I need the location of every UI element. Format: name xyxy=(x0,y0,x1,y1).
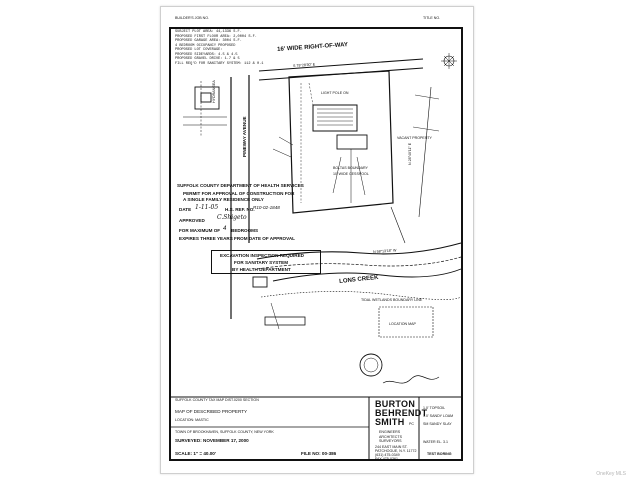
location-map-label: LOCATION MAP xyxy=(389,322,416,326)
note-line: PROPOSED FIRST FLOOR AREA: 2,0004 S.F. xyxy=(175,34,257,39)
max-value: 4 xyxy=(223,226,227,232)
property-boundary xyxy=(288,70,394,214)
scale-label: SCALE: 1" = 40.00' xyxy=(175,451,216,456)
max-label: FOR MAXIMUM OF xyxy=(179,228,221,233)
excavation-line: BY HEALTH DEPARTMENT xyxy=(232,267,291,272)
pineway-avenue-label: PINEWAY AVENUE xyxy=(242,116,247,157)
hs-ref-label: H.S. REF. NO. xyxy=(225,207,255,212)
arrow-label: BOLTAS BOUNDARY xyxy=(333,166,368,170)
note-line: SUBJECT PLOT AREA: 44,1336 S.F. xyxy=(175,30,242,34)
note-line: PROPOSED LOT COVERAGE: xyxy=(175,48,223,52)
firm-name-line: BEHRENDT xyxy=(375,408,428,418)
watermark: OneKey MLS xyxy=(596,471,626,477)
hydrangea-label: HYDRANGEA xyxy=(212,80,216,103)
date-label: DATE xyxy=(179,207,192,212)
firm-address: 244 EAST MAIN ST. xyxy=(375,445,408,449)
boring-row: WATER EL. 3.1 xyxy=(423,440,448,444)
location-line: LOCATION: MASTIC xyxy=(175,418,209,422)
firm-name-line: BURTON xyxy=(375,399,416,409)
neighbor-building xyxy=(194,86,220,110)
boring-row: SM SANDY SLAY xyxy=(423,422,452,426)
approved-label: APPROVED xyxy=(179,218,205,223)
boring-row: 1.0' TOPSOIL xyxy=(423,406,446,410)
tidal-line xyxy=(260,291,462,300)
expires-line: EXPIRES THREE YEARS FROM DATE OF APPROVA… xyxy=(179,236,295,241)
proposed-house xyxy=(312,104,358,132)
surveyor-seal xyxy=(359,353,383,377)
surveyor-signature xyxy=(382,375,440,384)
neighbor-building-inner xyxy=(200,92,212,103)
stamp-title: SUFFOLK COUNTY DEPARTMENT OF HEALTH SERV… xyxy=(177,183,304,188)
permit-line: PERMIT FOR APPROVAL OF CONSTRUCTION FOR xyxy=(183,191,295,196)
right-of-way-north-line xyxy=(258,58,424,72)
survey-drawing xyxy=(171,53,463,459)
builders-job-no-label: BUILDER'S JOB NO. xyxy=(175,16,210,20)
boring-row: 1.0' SANDY LOAM xyxy=(423,414,454,418)
firm-discipline: ENGINEERS xyxy=(379,430,401,434)
surveyed-date: SURVEYED: NOVEMBER 17, 2000 xyxy=(175,438,249,443)
firm-fax: FAX 475-0361 xyxy=(375,457,398,461)
arrow-label: LIGHT POLE ON xyxy=(321,91,349,95)
firm-discipline: ARCHITECTS xyxy=(379,434,402,439)
title-no-label: TITLE NO. xyxy=(423,16,441,20)
tidal-label: TIDAL WETLANDS BOUNDARY LINE xyxy=(361,298,423,302)
firm-discipline: SURVEYORS xyxy=(379,439,402,443)
survey-border xyxy=(169,27,463,461)
firm-pc: PC xyxy=(409,422,414,426)
arrow-label: 10' WIDE CESSPOOL xyxy=(333,172,369,176)
bedrooms-label: BEDROOMS xyxy=(231,228,259,233)
firm-name-line: SMITH xyxy=(375,417,405,427)
boring-title: TEST BORING xyxy=(427,452,452,456)
dimension-label: N 28°40'11" E xyxy=(408,142,412,165)
note-line: 4 BEDROOM OCCUPANCY PROPOSED xyxy=(175,43,236,48)
hs-ref-value: R10-02-1848 xyxy=(253,205,280,210)
vacant-property-label: VACANT PROPERTY xyxy=(397,136,432,140)
note-line: FILL REQ'D FOR SANITARY SYSTEM: 112 & 0.… xyxy=(175,61,264,66)
excavation-stamp: EXCAVATION INSPECTION REQUIRED FOR SANIT… xyxy=(211,250,321,274)
firm-address: PATCHOGUE, N.Y. 11772 xyxy=(375,449,417,453)
garage-footprint xyxy=(336,134,368,150)
date-value: 1-11-05 xyxy=(195,204,219,211)
tax-map-ref: SUFFOLK COUNTY TAX MAP DIST.0200 SECTION xyxy=(175,398,259,402)
firm-phone: (631) 475-0349 xyxy=(375,453,400,457)
note-line: PROPOSED SIDEYARDS: 4.5 & 4.5 xyxy=(175,52,238,57)
excavation-line: FOR SANITARY SYSTEM xyxy=(234,260,289,265)
town-line: TOWN OF BROOKHAVEN, SUFFOLK COUNTY, NEW … xyxy=(175,430,274,434)
file-number: FILE NO: 00-386 xyxy=(301,451,337,456)
map-title: MAP OF DESCRIBED PROPERTY xyxy=(175,409,248,414)
note-line: PROPOSED GRAVEL DRIVE: 1.7 & 5 xyxy=(175,57,240,61)
survey-sheet: BUILDER'S JOB NO. TITLE NO. SUBJECT PLOT… xyxy=(160,6,474,474)
approval-signature: C.Shigeto xyxy=(217,214,247,221)
note-line: PROPOSED GARAGE AREA: 3004 S.F. xyxy=(175,39,242,43)
creek-line-3 xyxy=(272,268,462,282)
excavation-line: EXCAVATION INSPECTION REQUIRED xyxy=(220,253,304,258)
creek-line-2 xyxy=(256,256,462,270)
permit-line: A SINGLE FAMILY RESIDENCE ONLY xyxy=(183,197,264,202)
creek-line-1 xyxy=(256,242,462,260)
